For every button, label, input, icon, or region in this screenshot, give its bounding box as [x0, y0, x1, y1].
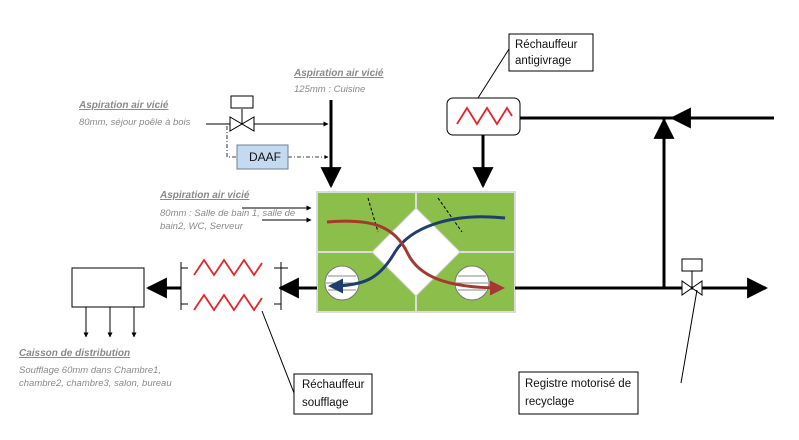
asp-top-sub: 125mm : Cuisine [294, 84, 366, 95]
antifrost-heater-coil [456, 106, 513, 126]
filter-right [437, 197, 463, 233]
soufflage-callout-box [293, 373, 373, 415]
asp-top-title: Aspiration air vicié [294, 68, 384, 79]
motorized-valve-icon [681, 258, 703, 296]
antifrost-callout-box [508, 33, 594, 72]
left-aspiration-line [206, 95, 329, 159]
asp-left-title: Aspiration air vicié [79, 100, 169, 111]
registre-callout-box [518, 371, 639, 415]
valve-left-icon [229, 116, 243, 132]
caisson-sub-2: chambre2, chambre3, salon, bureau [19, 378, 172, 389]
antifrost-heater-box [446, 97, 521, 136]
asp-mid-sub-1: 80mm : Salle de bain 1, salle de [160, 208, 296, 219]
caisson-title: Caisson de distribution [19, 348, 131, 359]
caisson-sub-1: Soufflage 60mm dans Chambre1, [19, 365, 162, 376]
asp-mid-sub-2: bain2, WC, Serveur [160, 221, 243, 232]
rech-antigivrage-label-1: Réchauffeur [515, 39, 578, 51]
valve-actuator-icon [230, 95, 254, 109]
exhaust-air-flow [326, 219, 505, 296]
registre-label-1: Registre motorisé de [525, 378, 632, 390]
distribution-box [71, 267, 145, 308]
daaf-box [236, 144, 289, 170]
rech-soufflage-label-2: soufflage [302, 397, 349, 409]
supply-heater-coil-top [193, 258, 263, 277]
heat-exchanger [316, 191, 516, 313]
exchanger-core [371, 207, 461, 297]
supply-heater-coil-bottom [193, 293, 263, 312]
fan-right-icon [454, 265, 490, 301]
rech-soufflage-label-1: Réchauffeur [302, 379, 365, 391]
rech-antigivrage-label-2: antigivrage [515, 55, 572, 67]
supply-heaters [180, 258, 317, 312]
daaf-label: DAAF [249, 150, 282, 164]
registre-label-2: recyclage [525, 396, 575, 408]
supply-air-flow [328, 215, 506, 294]
asp-mid-title: Aspiration air vicié [160, 190, 250, 201]
filter-left [367, 197, 379, 233]
asp-left-sub: 80mm, séjour poêle à bois [79, 117, 191, 128]
